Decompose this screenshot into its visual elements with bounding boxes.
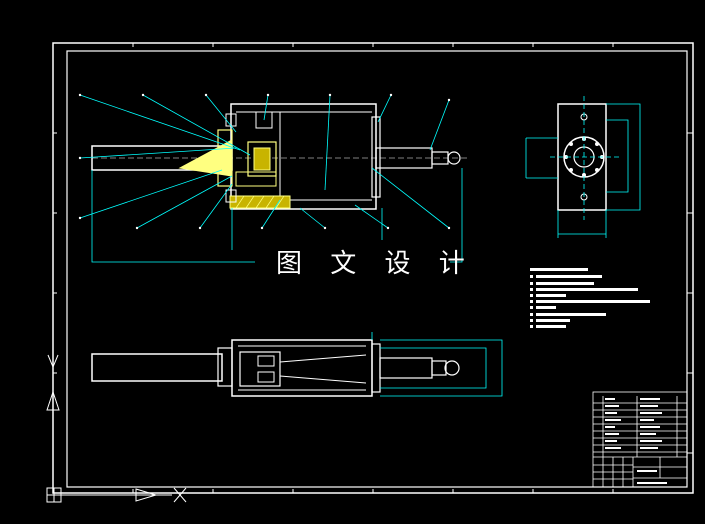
dimension-lines-top	[371, 332, 503, 397]
title-block-entries	[605, 398, 667, 484]
ucs-axis-icon	[46, 354, 172, 503]
dimension-lines-side	[525, 96, 641, 238]
model-space-icon	[173, 487, 187, 503]
dimension-leaders-front	[79, 94, 463, 263]
title-block[interactable]	[592, 391, 688, 488]
border-ticks	[53, 43, 693, 493]
inner-sheet-border	[66, 50, 688, 488]
technical-notes-block	[530, 268, 650, 328]
top-view[interactable]	[91, 339, 460, 397]
front-section-view[interactable]	[91, 103, 470, 210]
watermark-text: 图 文 设 计	[276, 246, 465, 282]
callout-dots	[78, 93, 451, 230]
